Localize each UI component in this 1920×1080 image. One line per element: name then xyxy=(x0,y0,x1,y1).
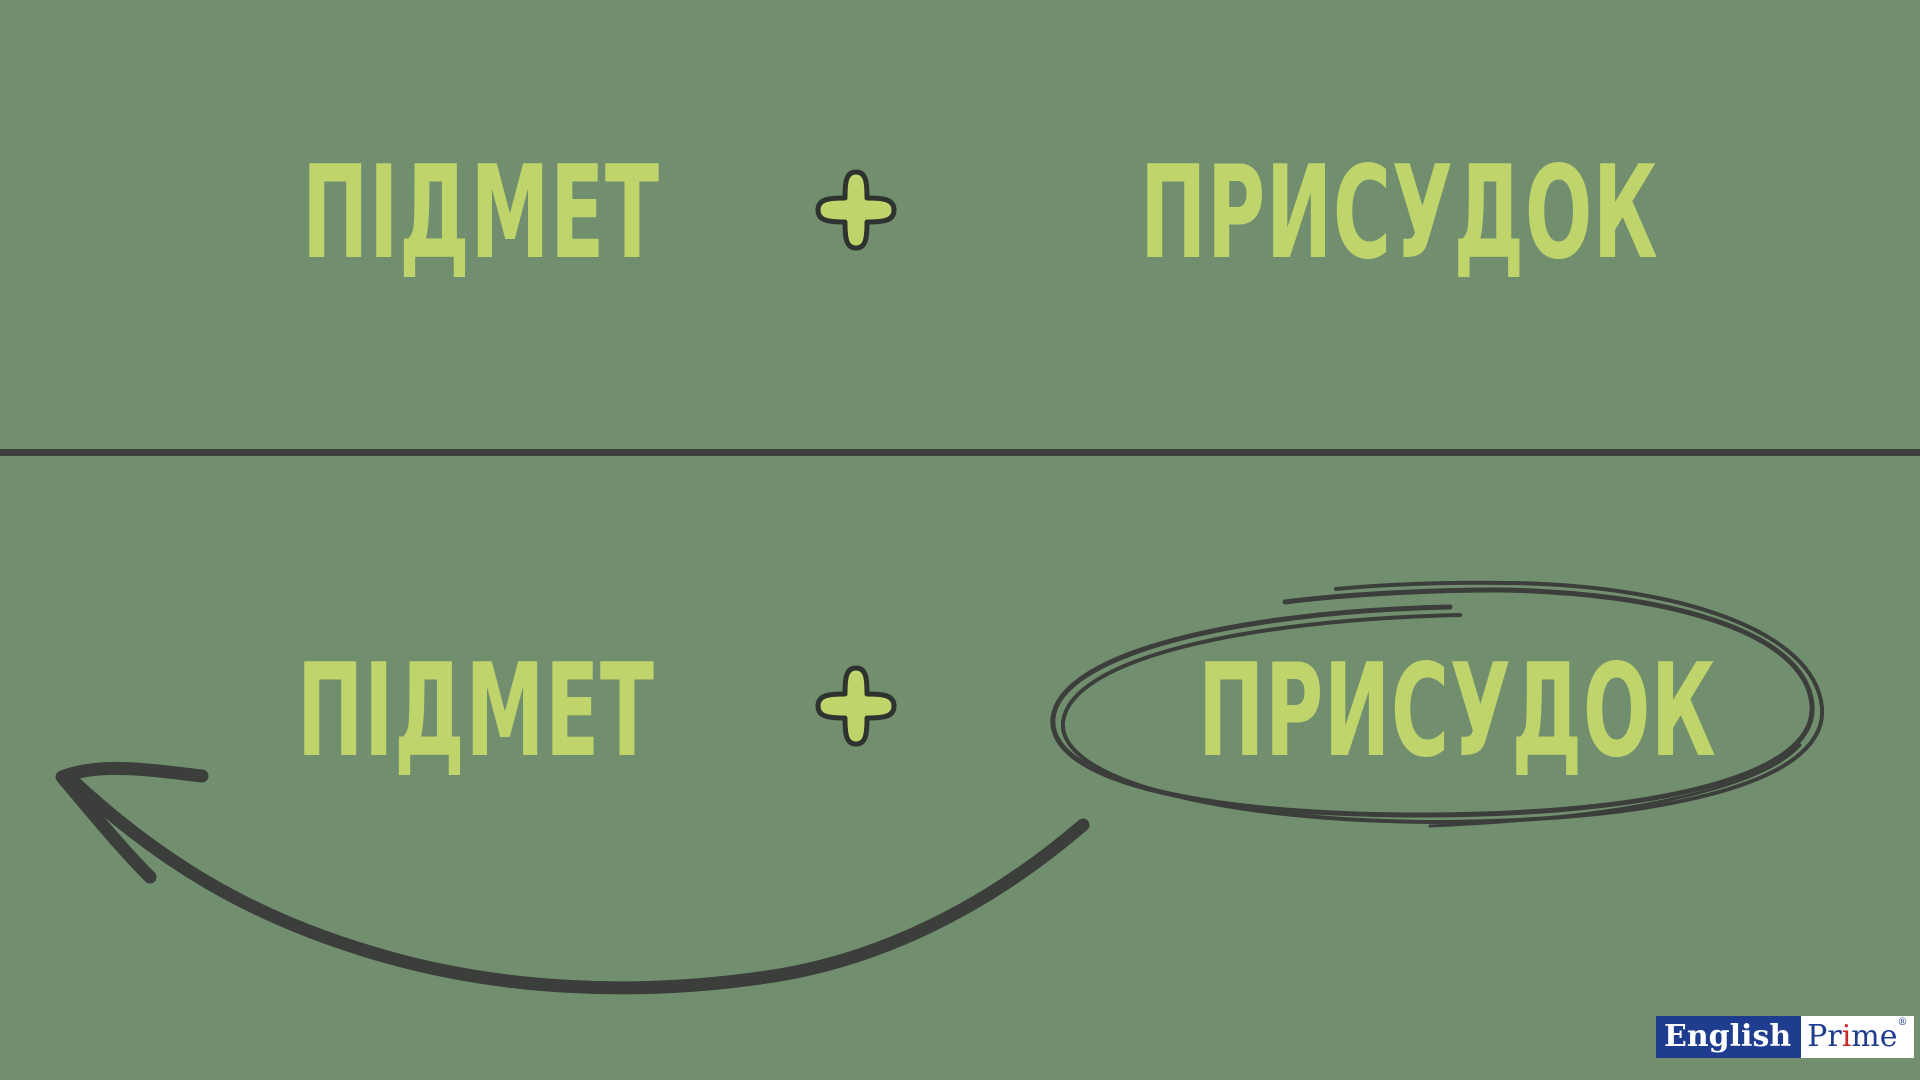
divider-line xyxy=(0,449,1920,456)
logo-prime-part: Pr xyxy=(1807,1019,1842,1054)
logo-prime-part: me xyxy=(1851,1019,1898,1054)
plus-icon: + xyxy=(815,169,897,251)
bottom-subject-text: ПІДМЕТ xyxy=(297,637,655,786)
logo-prime-text: Prime® xyxy=(1801,1016,1914,1058)
logo-prime-i: i xyxy=(1841,1019,1852,1054)
registered-mark: ® xyxy=(1897,1017,1908,1028)
plus-icon: + xyxy=(815,665,897,747)
top-subject-text: ПІДМЕТ xyxy=(302,139,660,288)
arrow-head xyxy=(55,761,209,884)
logo-english-text: English xyxy=(1656,1016,1802,1058)
bottom-predicate-text: ПРИСУДОК xyxy=(1198,637,1717,786)
arrow-curve xyxy=(65,773,1090,995)
english-prime-logo: English Prime® xyxy=(1656,1016,1914,1058)
top-predicate-text: ПРИСУДОК xyxy=(1140,139,1659,288)
